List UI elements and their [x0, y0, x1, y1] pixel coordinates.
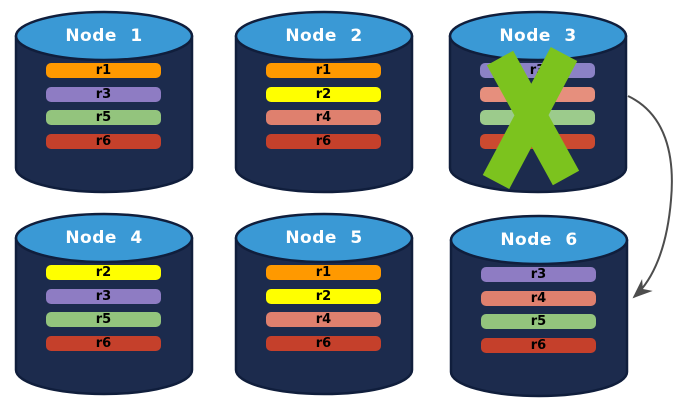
- replica-bar-label: r4: [315, 312, 332, 327]
- replica-bar-label: r1: [315, 265, 332, 280]
- replica-bar: [480, 110, 595, 125]
- replica-bar-label: r3: [530, 267, 547, 282]
- replica-bar: r5: [46, 110, 161, 125]
- replica-bar-label: r6: [530, 338, 547, 353]
- replica-bar-label: r4: [530, 291, 547, 306]
- replica-bar: r3: [46, 289, 161, 304]
- cylinder-top-ellipse: [14, 10, 194, 62]
- cylinder-top-ellipse: [234, 10, 414, 62]
- replica-bar: r2: [266, 289, 381, 304]
- replica-bar-label: r1: [95, 63, 112, 78]
- replica-bar: r4: [266, 312, 381, 327]
- replica-bar: r2: [46, 265, 161, 280]
- replica-bar: r3: [46, 87, 161, 102]
- replica-bar-label: r6: [95, 134, 112, 149]
- replica-bar-label: r6: [95, 336, 112, 351]
- replica-bar: r4: [266, 110, 381, 125]
- replica-bar-label: r2: [315, 87, 332, 102]
- replica-bar: r2: [266, 87, 381, 102]
- replica-bar-label: r6: [315, 336, 332, 351]
- replica-bar: r3: [481, 267, 596, 282]
- node-2: Node 2 r1 r2 r4 r6: [234, 10, 414, 194]
- node-label: Node 6: [500, 230, 578, 250]
- node-1: Node 1 r1 r3 r5 r6: [14, 10, 194, 194]
- cylinder-top-ellipse: [14, 212, 194, 264]
- replica-bar-label: r5: [95, 110, 112, 125]
- node-5: Node 5 r1 r2 r4 r6: [234, 212, 414, 396]
- replica-bar: r6: [46, 336, 161, 351]
- replica-bar-label: r1: [315, 63, 332, 78]
- replica-bar: r6: [266, 134, 381, 149]
- replica-bar: r3: [480, 63, 595, 78]
- cylinder-top-ellipse: [449, 214, 629, 266]
- replica-bar: r4: [481, 291, 596, 306]
- replica-bar: [480, 87, 595, 102]
- cylinder-top-ellipse: [234, 212, 414, 264]
- replica-bar-label: r6: [315, 134, 332, 149]
- replica-bar: r1: [266, 265, 381, 280]
- replica-bar-label: r3: [95, 87, 112, 102]
- replica-bar: r1: [46, 63, 161, 78]
- replica-bar: r1: [266, 63, 381, 78]
- failover-arrow-path: [627, 95, 673, 299]
- node-label: Node 4: [65, 228, 143, 248]
- replica-bar-label: r3: [529, 63, 546, 78]
- replica-bar: [480, 134, 595, 149]
- replica-bar-label: r2: [95, 265, 112, 280]
- replica-bar: r5: [46, 312, 161, 327]
- node-3: Node 3 r3: [448, 10, 628, 194]
- replica-bar-label: r3: [95, 289, 112, 304]
- replica-bar-label: r5: [530, 314, 547, 329]
- replica-bar: r5: [481, 314, 596, 329]
- replica-bar-label: r4: [315, 110, 332, 125]
- node-label: Node 5: [285, 228, 363, 248]
- replica-bar-label: r2: [315, 289, 332, 304]
- replica-bar: r6: [46, 134, 161, 149]
- node-label: Node 3: [499, 26, 577, 46]
- node-4: Node 4 r2 r3 r5 r6: [14, 212, 194, 396]
- replica-bar-label: r5: [95, 312, 112, 327]
- replica-bar: r6: [266, 336, 381, 351]
- replica-bar: r6: [481, 338, 596, 353]
- node-label: Node 2: [285, 26, 363, 46]
- node-label: Node 1: [65, 26, 143, 46]
- node-6: Node 6 r3 r4 r5 r6: [449, 214, 629, 398]
